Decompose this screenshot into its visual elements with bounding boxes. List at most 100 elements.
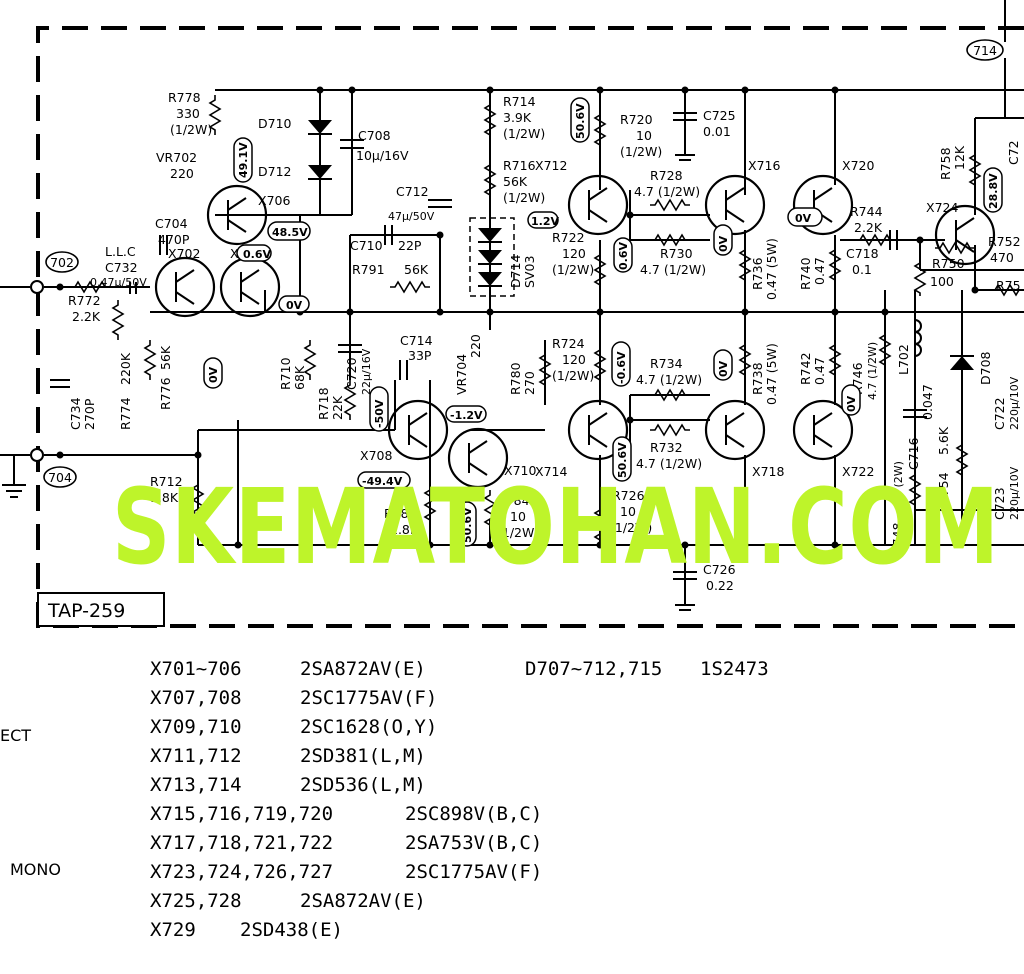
svg-text:0.47: 0.47: [812, 257, 827, 285]
svg-text:0.01: 0.01: [703, 124, 731, 139]
svg-text:C710: C710: [350, 238, 383, 253]
svg-text:47µ/50V: 47µ/50V: [388, 210, 435, 223]
board-frame: [36, 26, 1024, 628]
svg-text:5.6K: 5.6K: [936, 426, 951, 455]
svg-text:X722: X722: [842, 464, 874, 479]
svg-text:VR702: VR702: [156, 150, 197, 165]
svg-text:(1/2W): (1/2W): [503, 126, 545, 141]
svg-text:R726: R726: [612, 488, 645, 503]
svg-text:330: 330: [176, 106, 200, 121]
svg-text:4.7 (1/2W): 4.7 (1/2W): [636, 372, 702, 387]
voltage-0vb: 0V: [207, 366, 220, 383]
svg-text:C734: C734: [68, 397, 83, 430]
svg-text:270: 270: [522, 371, 537, 395]
svg-text:(1/2W): (1/2W): [503, 190, 545, 205]
svg-text:R784: R784: [497, 493, 530, 508]
svg-text:120: 120: [562, 352, 586, 367]
svg-text:R718: R718: [316, 387, 331, 420]
svg-text:R720: R720: [620, 112, 653, 127]
svg-text:X716: X716: [748, 158, 780, 173]
svg-text:D712: D712: [258, 164, 291, 179]
svg-text:4.7 (1/2W): 4.7 (1/2W): [634, 184, 700, 199]
voltage-0-6a: 0.6V: [243, 248, 271, 261]
svg-text:X718: X718: [752, 464, 784, 479]
svg-text:(1/2W): (1/2W): [620, 144, 662, 159]
svg-text:D708: D708: [978, 351, 993, 385]
voltage-1-2: 1.2V: [531, 215, 559, 228]
svg-text:3.9K: 3.9K: [503, 110, 532, 125]
svg-text:4.7 (1/2W): 4.7 (1/2W): [640, 262, 706, 277]
svg-text:R738: R738: [750, 362, 765, 395]
svg-text:10µ/16V: 10µ/16V: [356, 148, 409, 163]
terminal-704-tag: [43, 466, 77, 488]
ground-c726-icon: [675, 600, 695, 611]
svg-text:R722: R722: [552, 230, 585, 245]
svg-text:X724: X724: [926, 200, 958, 215]
svg-text:2.2K: 2.2K: [72, 309, 101, 324]
terminal-704: [30, 448, 44, 462]
svg-text:10: 10: [620, 504, 636, 519]
svg-text:C725: C725: [703, 108, 736, 123]
voltage-neg1-2: -1.2V: [450, 409, 483, 422]
svg-text:R752: R752: [988, 234, 1021, 249]
diodes: [308, 120, 974, 370]
svg-text:56K: 56K: [503, 174, 528, 189]
svg-text:X702: X702: [168, 246, 200, 261]
svg-text:0.47: 0.47: [812, 357, 827, 385]
voltage-0vd: 0V: [717, 360, 730, 377]
voltage-50-6a: 50.6V: [461, 507, 474, 543]
svg-text:SV03: SV03: [522, 256, 537, 288]
board-label-box: [37, 592, 165, 627]
capacitors: [50, 112, 927, 580]
svg-text:X712: X712: [535, 158, 567, 173]
svg-text:X714: X714: [535, 464, 567, 479]
svg-text:1.8K: 1.8K: [390, 522, 419, 537]
svg-text:R774: R774: [118, 397, 133, 430]
svg-text:10: 10: [510, 509, 526, 524]
svg-text:22K: 22K: [330, 395, 345, 420]
voltage-0va: 0V: [286, 299, 303, 312]
svg-text:(1/2W): (1/2W): [552, 262, 594, 277]
watermark: SKEMATOHAN.COM: [112, 466, 1000, 588]
amplifier-schematic: 702 704 714: [0, 0, 1024, 628]
svg-text:R724: R724: [552, 336, 585, 351]
svg-text:R744: R744: [850, 204, 883, 219]
svg-text:120: 120: [562, 246, 586, 261]
svg-text:4.7 (1/2W): 4.7 (1/2W): [636, 456, 702, 471]
board-label: TAP-259: [47, 600, 125, 622]
svg-text:0.47 (5W): 0.47 (5W): [764, 343, 779, 405]
svg-text:VR704: VR704: [454, 354, 469, 395]
svg-text:0.22: 0.22: [706, 578, 734, 593]
voltage-50-6c: 50.6V: [616, 442, 629, 478]
svg-text:C72: C72: [1006, 140, 1021, 165]
terminal-702: [30, 280, 44, 294]
svg-text:R791: R791: [352, 262, 385, 277]
resistors: [70, 95, 1020, 545]
voltage-28-8: 28.8V: [987, 173, 1000, 209]
svg-text:R748: R748: [890, 522, 905, 555]
svg-text:100: 100: [930, 274, 954, 289]
svg-text:4.7 (1/2W): 4.7 (1/2W): [866, 342, 879, 400]
terminal-714-tag: [966, 39, 1004, 61]
svg-text:R75: R75: [996, 278, 1021, 293]
svg-text:R776: R776: [158, 377, 173, 410]
svg-text:C704: C704: [155, 216, 188, 231]
voltage-0ve: 0V: [795, 212, 812, 225]
voltage-neg50: -50V: [373, 399, 386, 428]
terminal-714-label: 714: [973, 43, 997, 58]
svg-text:2.2K: 2.2K: [854, 220, 883, 235]
svg-text:R754: R754: [936, 472, 951, 505]
svg-text:R736: R736: [750, 257, 765, 290]
svg-text:C732: C732: [105, 260, 138, 275]
svg-text:0.1: 0.1: [852, 262, 872, 277]
svg-text:R734: R734: [650, 356, 683, 371]
svg-text:R714: R714: [503, 94, 536, 109]
coil-l702: [914, 319, 922, 357]
parts-list: ECT MONO X701~706 2SA872AV(E) D707~712,7…: [0, 658, 769, 941]
svg-text:220µ/10V: 220µ/10V: [1008, 376, 1021, 430]
voltage-50-6b: 50.6V: [574, 103, 587, 139]
voltage-0vf: 0V: [845, 395, 858, 412]
voltage-0vc: 0V: [717, 235, 730, 252]
voltage-markers: 49.1V 48.5V 0.6V 0V 0V -50V -1.2V -49.4V…: [203, 97, 1003, 547]
svg-text:68K: 68K: [292, 365, 307, 390]
